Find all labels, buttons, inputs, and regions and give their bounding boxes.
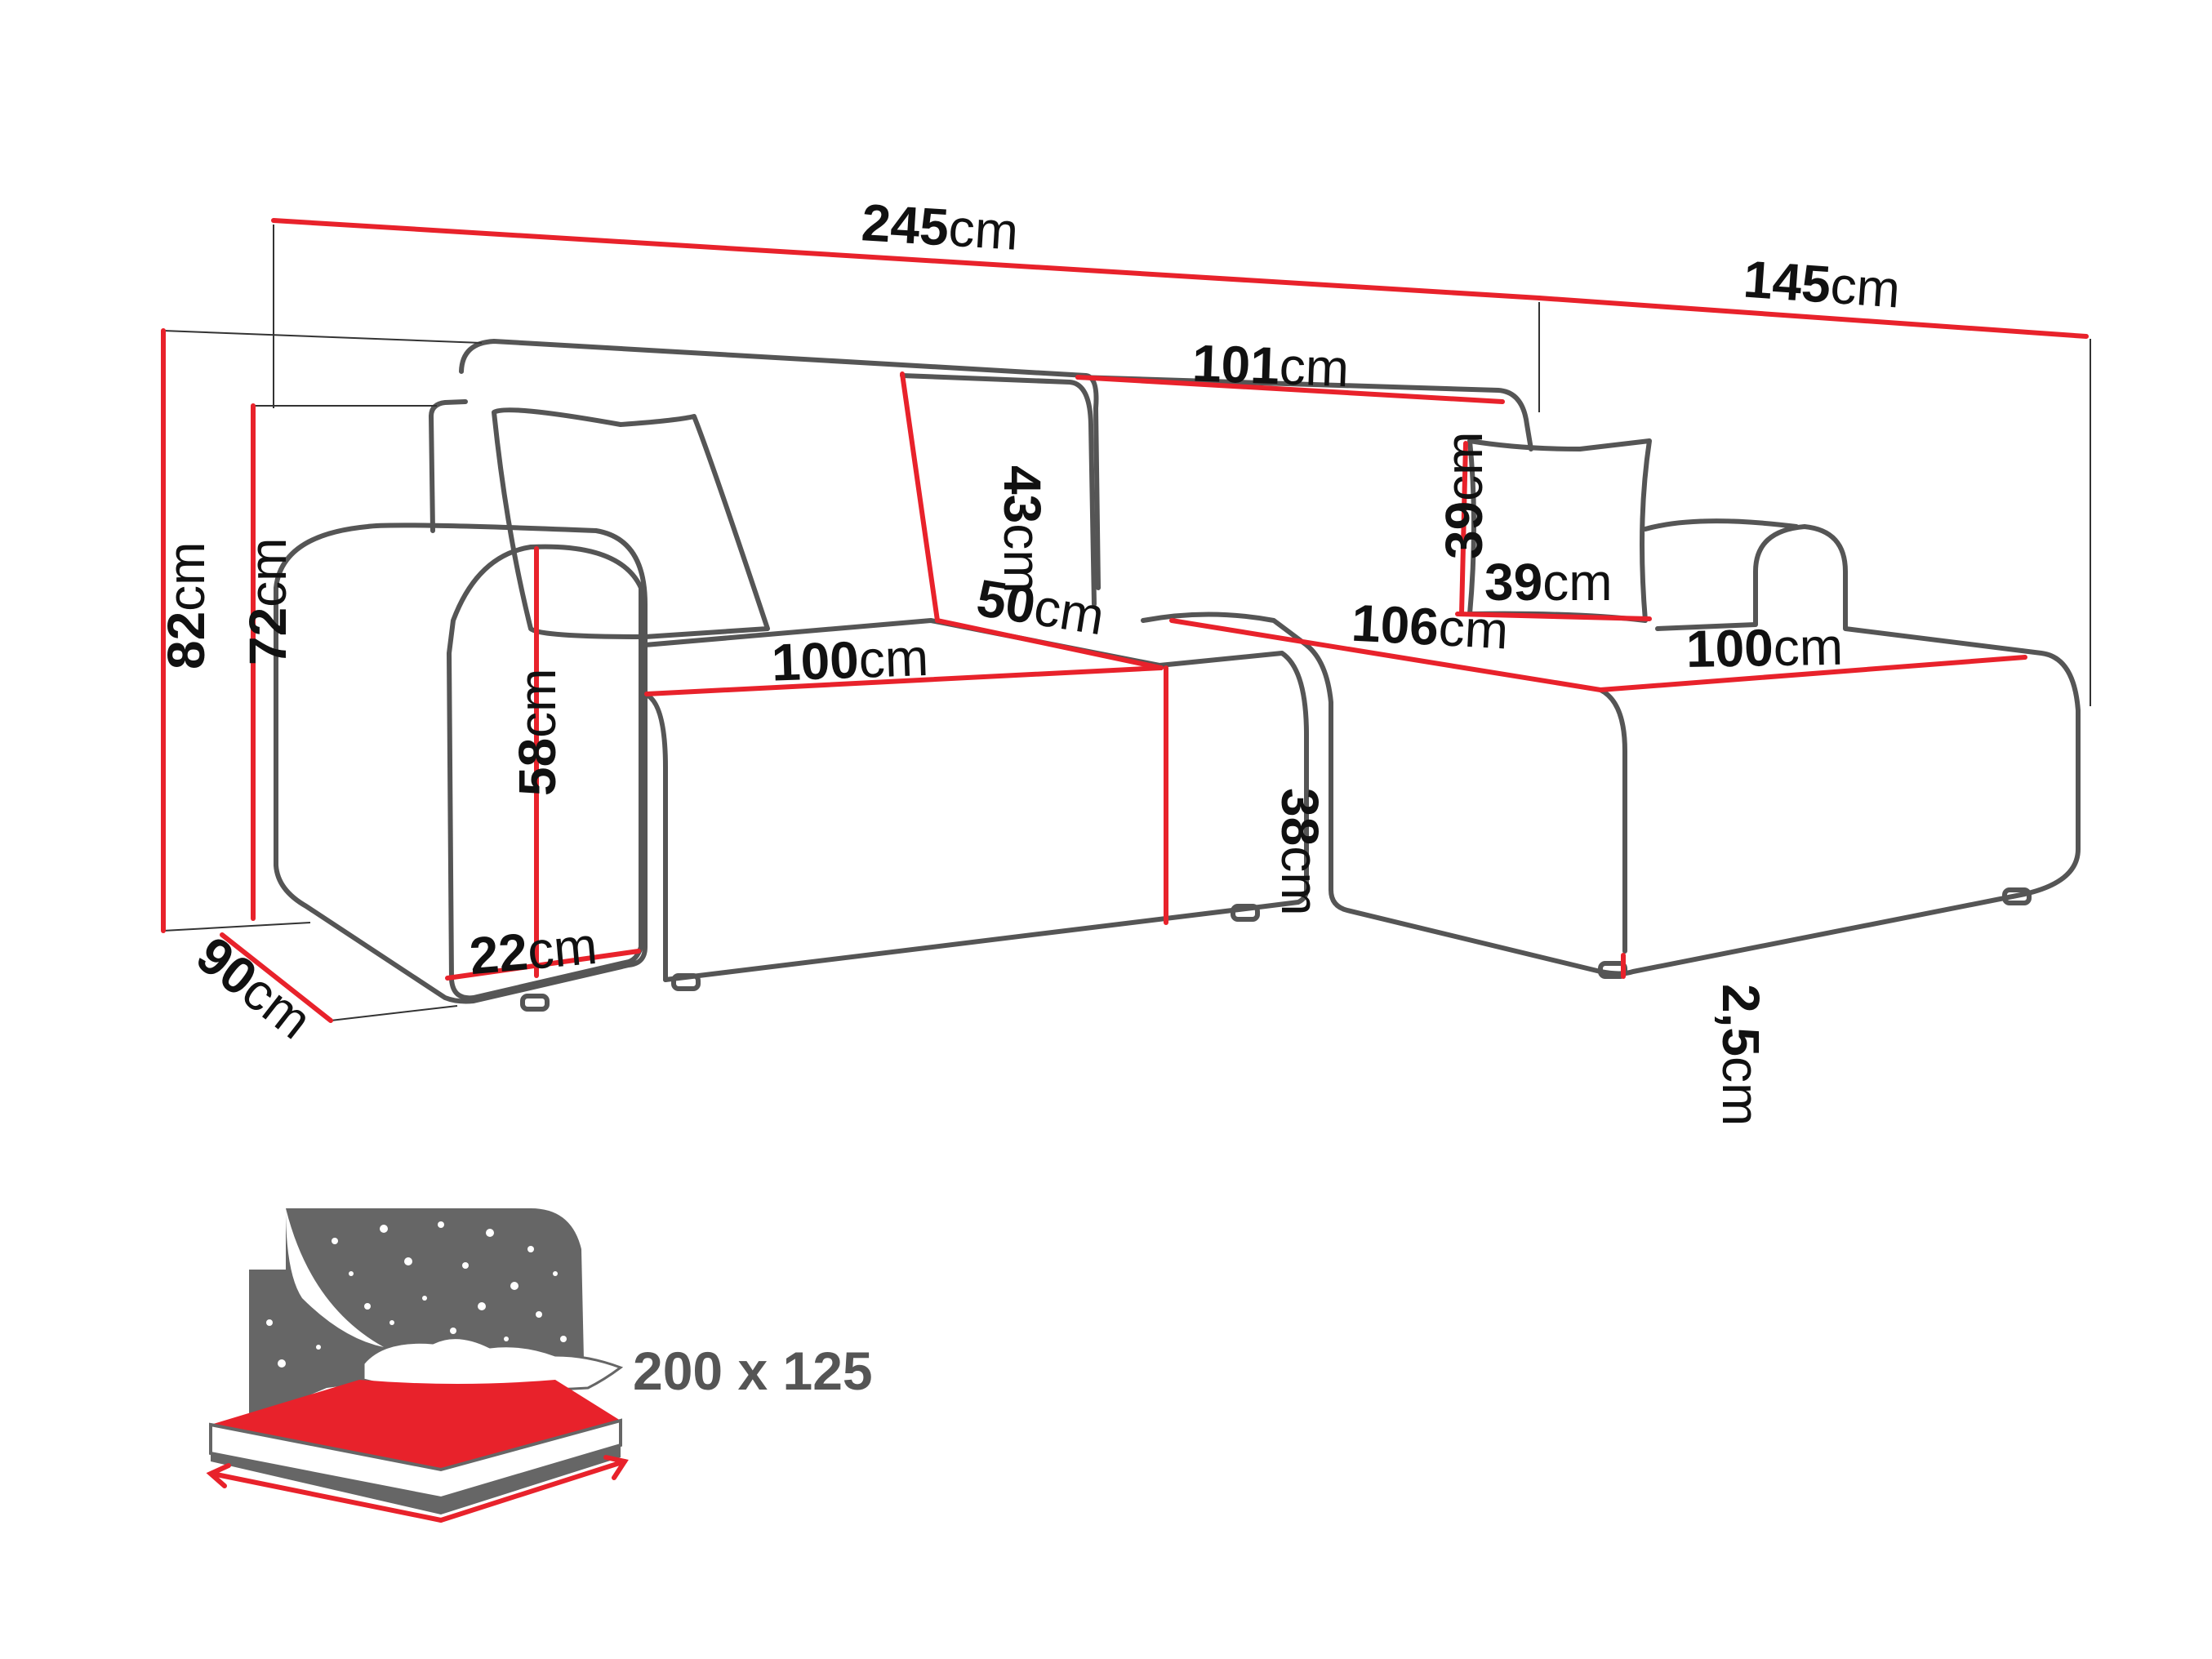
chaise: [1141, 524, 2081, 976]
label-22: 22cm: [467, 916, 599, 985]
dim-line-90: [220, 932, 333, 1023]
bed-stars: [266, 1221, 567, 1368]
foot-1: [520, 994, 550, 1012]
left-armrest-front: [447, 544, 643, 1001]
label-100-chaise: 100cm: [1685, 617, 1843, 678]
label-101: 101cm: [1191, 334, 1350, 398]
label-100-seat: 100cm: [771, 628, 929, 692]
label-2-5: 2,5cm: [1711, 984, 1770, 1126]
foot-2: [671, 973, 701, 991]
dim-line-50: [935, 618, 1164, 670]
foot-3: [1231, 904, 1260, 922]
label-39-vertical: 39cm: [1435, 432, 1493, 560]
seat-main: [643, 618, 1309, 982]
dim-line-39-horizontal: [1455, 612, 1652, 621]
label-72: 72cm: [238, 538, 297, 666]
dim-line-106: [1169, 618, 1603, 692]
foot-5: [2002, 887, 2032, 905]
label-43: 43cm: [993, 465, 1052, 594]
label-39-horizontal: 39cm: [1484, 553, 1613, 612]
leader-lines: [162, 225, 2091, 1021]
dim-line-145: [1537, 296, 2089, 339]
dim-line-39-vertical: [1459, 441, 1468, 616]
label-90: 90cm: [186, 925, 323, 1050]
label-145: 145cm: [1742, 249, 1903, 318]
label-50: 50cm: [972, 568, 1108, 647]
dim-line-100-seat: [644, 665, 1164, 696]
bed-night-backdrop: [249, 1208, 584, 1421]
bed-arrowhead-left: [206, 1463, 231, 1488]
dimension-labels: 245cm 145cm 101cm 43cm 39cm 39cm 82cm 72…: [157, 193, 1903, 1126]
dim-line-245: [271, 218, 1542, 300]
left-armrest: [274, 523, 648, 1004]
chaise-front: [1598, 687, 1627, 954]
bed-arrow-side: [438, 1459, 627, 1523]
sofa-back-left: [459, 339, 1101, 590]
bed-base: [211, 1445, 621, 1514]
label-106: 106cm: [1350, 594, 1510, 660]
label-58: 58cm: [508, 669, 567, 797]
label-38: 38cm: [1271, 788, 1329, 916]
label-82: 82cm: [157, 542, 216, 670]
bed-swoosh: [286, 1208, 384, 1347]
dim-line-100-chaise: [1598, 655, 2027, 692]
bed-arrow-front: [210, 1471, 443, 1523]
bed-size-label: 200 x 125: [633, 1341, 873, 1401]
sofa-back-right: [1075, 375, 1533, 451]
dimension-lines: [161, 218, 2089, 1023]
back-cushion-main: [900, 373, 1097, 607]
left-pillow: [492, 407, 770, 639]
bed-arrowhead-right: [603, 1455, 629, 1480]
dim-line-43: [900, 371, 940, 623]
bed-icon: 200 x 125: [206, 1208, 873, 1523]
dim-line-22: [445, 949, 641, 981]
dim-line-101: [1075, 375, 1505, 404]
chaise-back-bump: [1643, 518, 1799, 532]
sofa-back-left-rear-post: [429, 399, 468, 533]
seat-front: [643, 692, 668, 982]
label-245: 245cm: [860, 193, 1020, 261]
